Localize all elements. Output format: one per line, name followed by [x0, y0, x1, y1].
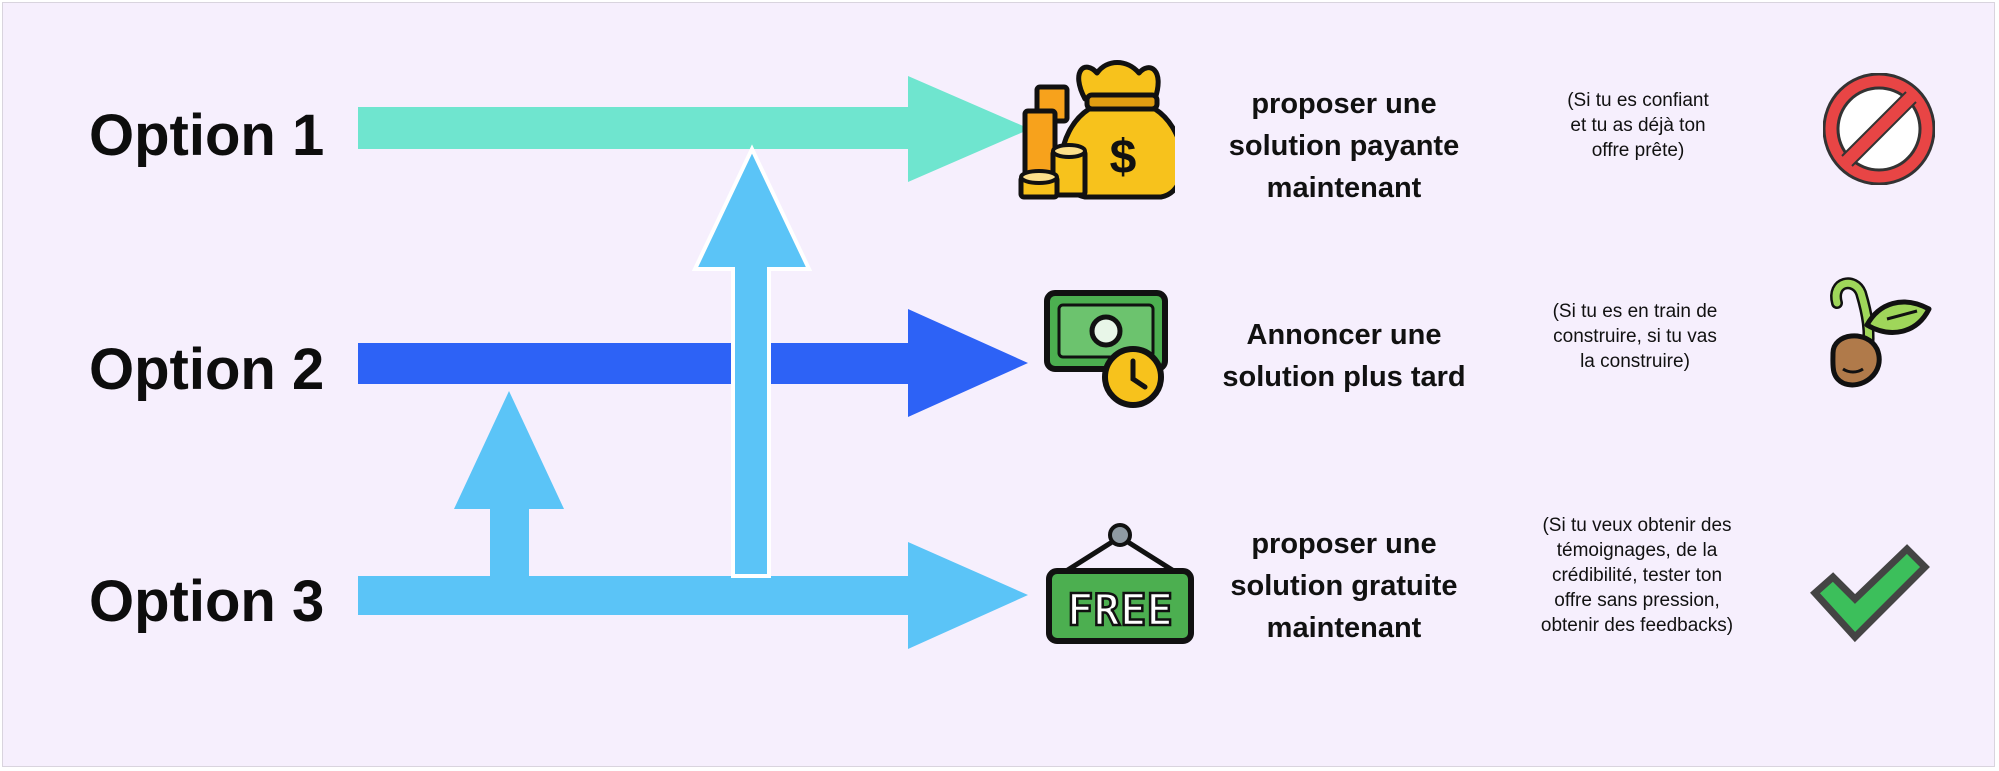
- arrow-option-2: [358, 309, 1028, 417]
- option-3-description: proposer une solution gratuite maintenan…: [1230, 528, 1458, 644]
- arrows-layer: [358, 76, 1030, 649]
- prohibited-icon: [1823, 73, 1935, 185]
- option-2-description: Annoncer une solution plus tard: [1222, 319, 1466, 393]
- cash-clock-icon: [1044, 290, 1168, 408]
- option-3-label: Option 3: [89, 569, 325, 634]
- checkmark-icon: [1810, 544, 1930, 643]
- arrow-option-1: [358, 76, 1030, 182]
- sprout-icon: [1830, 277, 1932, 388]
- arrow-up-to-option-1: [691, 144, 813, 578]
- option-2-label: Option 2: [89, 337, 325, 402]
- option-1-description: proposer une solution payante maintenant: [1228, 88, 1460, 204]
- money-bag-icon: $: [1018, 60, 1175, 200]
- free-sign-icon: FREE: [1046, 523, 1194, 644]
- arrow-option-3: [358, 542, 1028, 649]
- option-1-note: (Si tu es confiant et tu as déjà ton off…: [1567, 90, 1709, 161]
- option-1-label: Option 1: [89, 103, 325, 168]
- option-2-note: (Si tu es en train de construire, si tu …: [1552, 301, 1718, 372]
- option-3-note: (Si tu veux obtenir des témoignages, de …: [1540, 515, 1734, 636]
- free-sign-text: FREE: [1067, 585, 1173, 636]
- svg-text:$: $: [1110, 131, 1137, 184]
- arrow-up-to-option-2: [454, 391, 564, 576]
